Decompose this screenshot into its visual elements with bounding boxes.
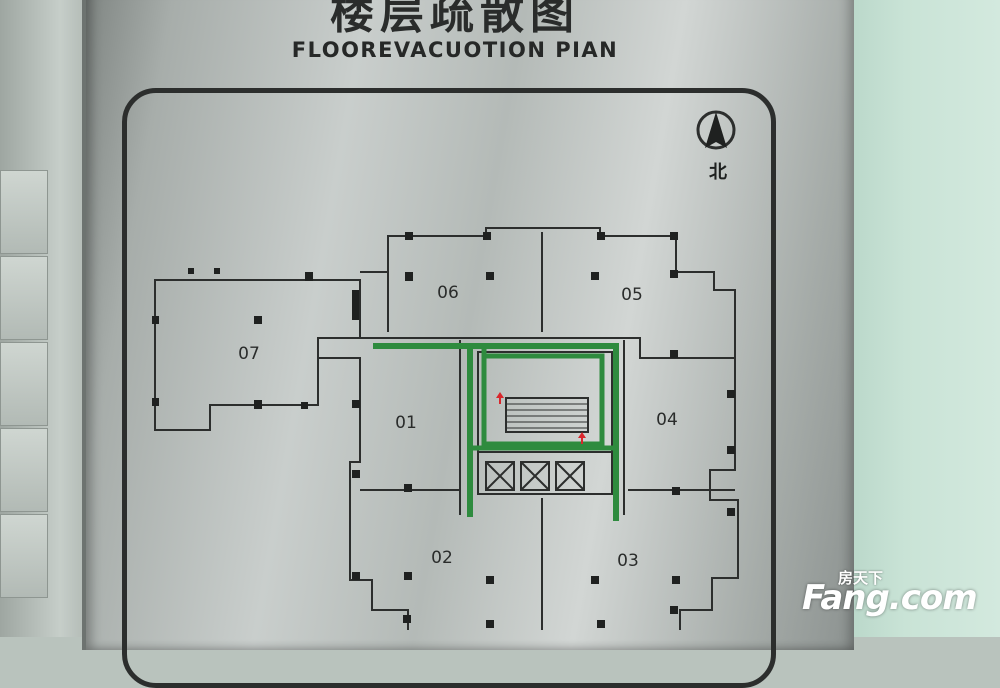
floor-plan (152, 110, 739, 630)
lift-1 (485, 461, 515, 491)
core-outline (477, 351, 613, 495)
unit-label-07: 07 (238, 344, 260, 364)
plan-walls (154, 110, 739, 630)
wall-tile (0, 428, 48, 512)
unit-04-03-east (679, 358, 739, 630)
lift-2 (520, 461, 550, 491)
steel-sign-plate (82, 0, 854, 650)
sign-title-chinese: 楼层疏散图 (330, 0, 580, 39)
wall-tile (0, 342, 48, 426)
unit-label-04: 04 (656, 410, 678, 430)
unit-07-outline (154, 279, 361, 431)
wall-tile (0, 514, 48, 598)
route-north-east (373, 343, 619, 521)
route-core-loop (481, 347, 605, 447)
green-wall (842, 0, 1000, 637)
exit-arrows (496, 392, 586, 444)
columns (152, 232, 735, 628)
lift-3 (555, 461, 585, 491)
wall-tile (0, 170, 48, 254)
watermark-logo: Fang.com (802, 578, 978, 618)
stair (505, 397, 589, 433)
corridor-north-wall (320, 337, 735, 359)
stair-treads (506, 403, 588, 429)
wall-tile (0, 256, 48, 340)
wall-tiles (0, 170, 48, 637)
unit-label-06: 06 (437, 283, 459, 303)
unit-label-01: 01 (395, 413, 417, 433)
compass-needle (705, 112, 727, 148)
watermark-chinese: 房天下 (838, 569, 884, 587)
unit-label-02: 02 (431, 548, 453, 568)
evacuation-route (373, 343, 619, 521)
unit-label-05: 05 (621, 285, 643, 305)
sign-title-english: FLOOREVACUOTION PIAN (291, 38, 619, 62)
unit-01-02-west (318, 357, 409, 630)
north-outline (360, 227, 736, 359)
north-label: 北 (709, 162, 727, 183)
unit-label-03: 03 (617, 551, 639, 571)
